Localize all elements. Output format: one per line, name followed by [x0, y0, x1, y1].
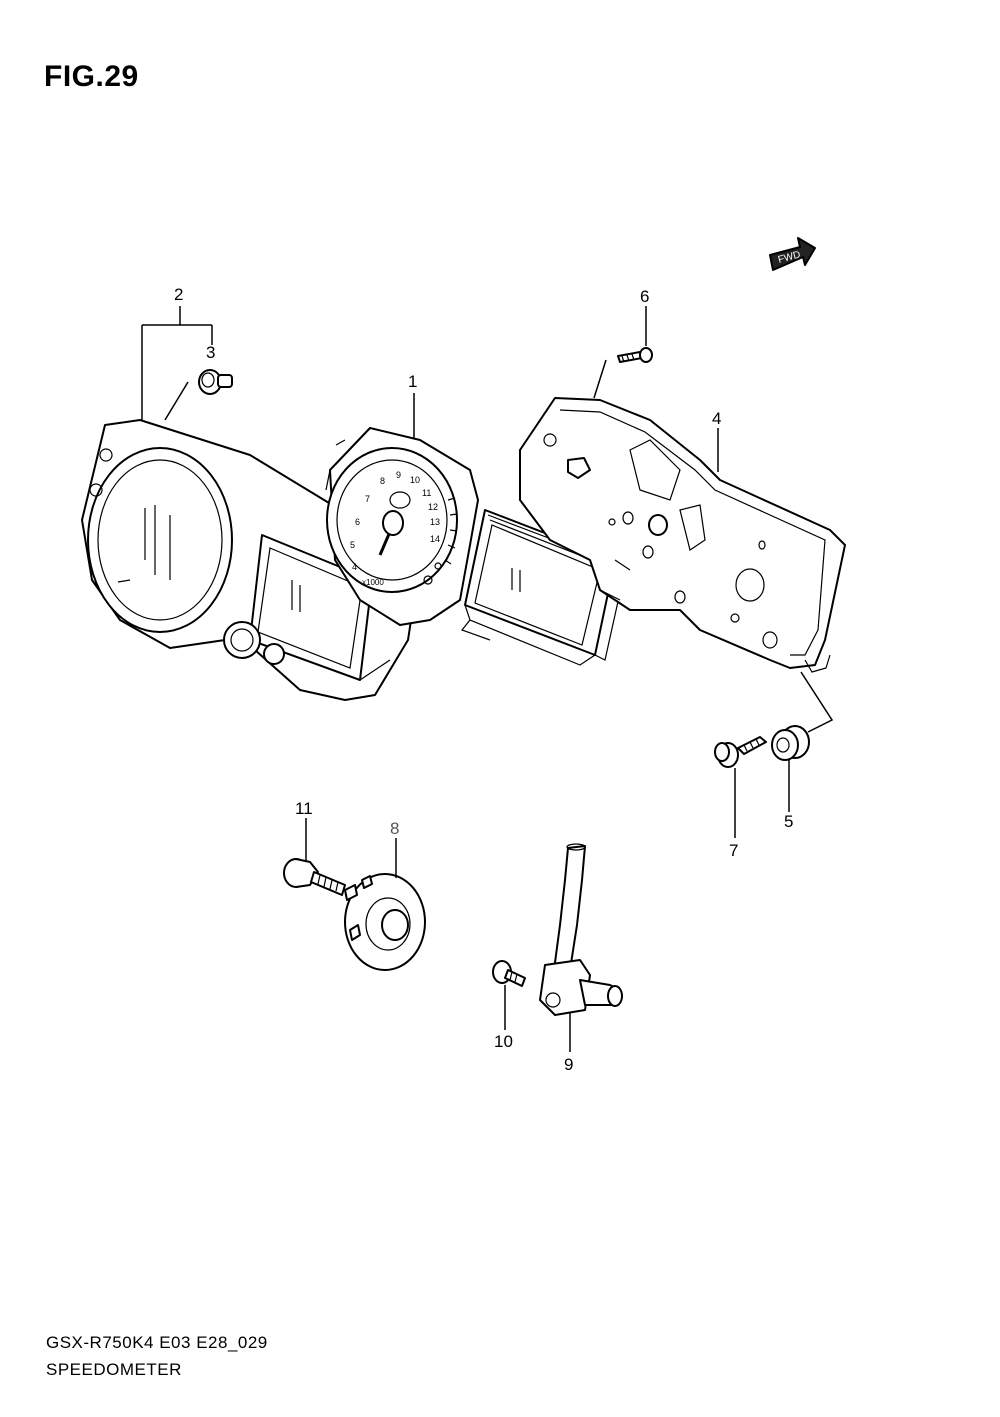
tach-number-13: 13	[430, 517, 440, 527]
part-8-rotor	[344, 873, 426, 971]
callout-10: 10	[494, 1032, 513, 1051]
tach-number-11: 11	[422, 488, 431, 498]
part-9-speed-sensor	[539, 843, 623, 1016]
part-1-tachometer: 4 5 6 7 8 9 10 11 12 13 14 x1000	[325, 427, 626, 666]
callout-9: 9	[564, 1055, 573, 1074]
tach-number-14: 14	[430, 534, 440, 544]
figure-title: FIG.29	[44, 60, 139, 93]
tach-ticks	[444, 497, 458, 565]
callout-11: 11	[295, 799, 313, 818]
tach-number-8: 8	[380, 476, 385, 486]
fwd-arrow-badge: FWD	[769, 237, 816, 271]
tach-number-4: 4	[352, 562, 357, 572]
callout-1: 1	[408, 372, 417, 391]
part-4-rear-case	[519, 397, 846, 673]
tach-number-6: 6	[355, 517, 360, 527]
tach-number-12: 12	[428, 502, 438, 512]
callout-2: 2	[174, 285, 183, 304]
callout-6: 6	[640, 287, 649, 306]
tach-number-9: 9	[396, 470, 401, 480]
part-7-screw	[714, 736, 767, 768]
tach-number-7: 7	[365, 494, 370, 504]
model-code: GSX-R750K4 E03 E28_029	[46, 1333, 268, 1352]
tach-scale-numbers: 4 5 6 7 8 9 10 11 12 13 14 x1000	[350, 470, 440, 587]
callout-7: 7	[729, 841, 738, 860]
tach-number-5: 5	[350, 540, 355, 550]
tach-number-10: 10	[410, 475, 420, 485]
callout-3: 3	[206, 343, 215, 362]
leader-lines	[141, 306, 834, 1052]
part-3-grommet	[198, 369, 233, 395]
part-5-grommet	[771, 725, 810, 761]
part-6-screw	[617, 347, 653, 363]
tach-unit-label: x1000	[362, 578, 384, 587]
callout-5: 5	[784, 812, 793, 831]
part-11-bolt	[283, 858, 346, 896]
callout-numbers: 1 2 3 4 5 6 7 8 9 10 11	[174, 285, 793, 1074]
callout-4: 4	[712, 409, 721, 428]
callout-8: 8	[390, 819, 399, 838]
section-name: SPEEDOMETER	[46, 1360, 182, 1379]
part-10-bolt	[492, 960, 526, 987]
